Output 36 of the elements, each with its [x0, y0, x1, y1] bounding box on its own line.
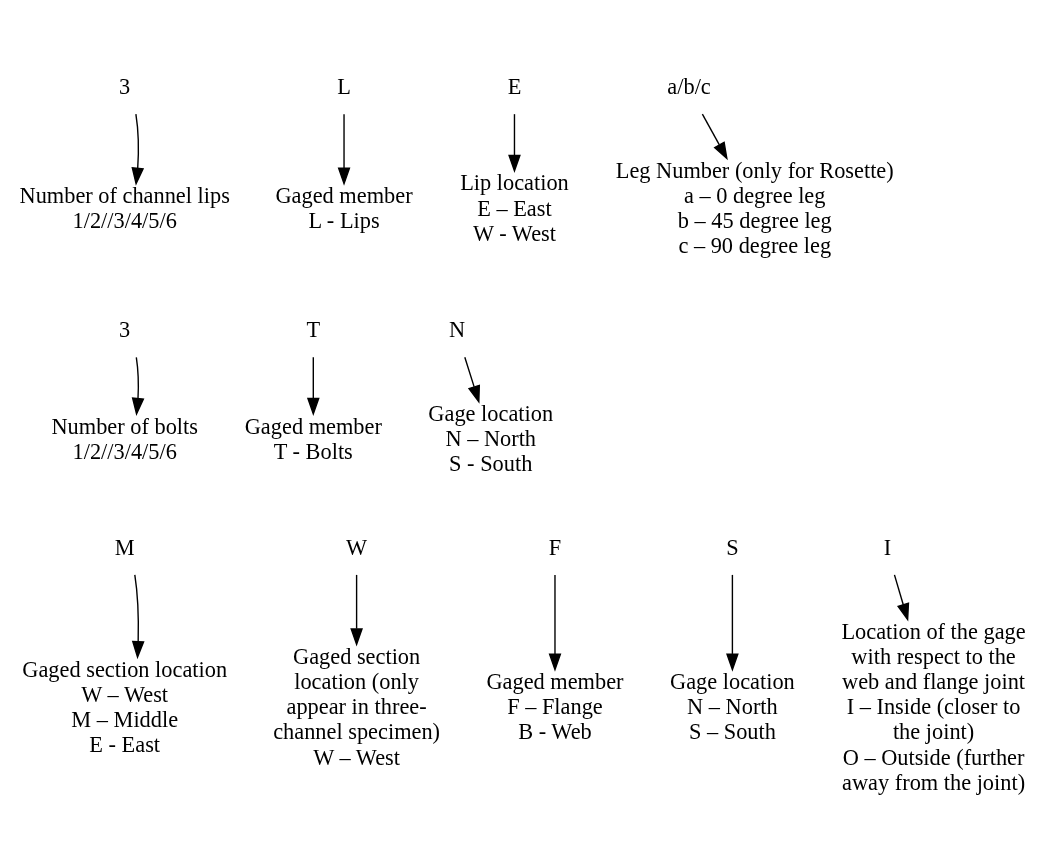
node-text: Gaged member T - Bolts	[244, 413, 382, 464]
node-text: E	[507, 73, 522, 99]
arrow	[350, 573, 363, 646]
node-text: L	[337, 73, 351, 99]
arrow	[726, 573, 739, 672]
node-text: Number of channel lips 1/2//3/4/5/6	[19, 182, 230, 233]
node-text: a/b/c	[667, 73, 711, 99]
arrow	[337, 112, 351, 186]
node-text: 3	[119, 73, 131, 99]
node-text: W	[346, 534, 368, 560]
arrow	[131, 573, 145, 659]
node-text: Gage location N – North S – South	[670, 668, 795, 744]
arrow	[131, 112, 145, 186]
arrow	[548, 573, 562, 672]
node-text: Gaged member F – Flange B - Web	[486, 668, 624, 744]
arrow	[131, 356, 145, 416]
node-text: Gage location N – North S - South	[428, 400, 554, 476]
node-text: Location of the gage with respect to the web and flange joint I – Inside (closer to the joint) O – Outside (further away from the joint)	[841, 618, 1026, 795]
arrow	[701, 112, 728, 160]
node-text: I	[883, 534, 892, 560]
arrow	[306, 356, 320, 416]
node-text: F	[548, 534, 562, 560]
node-text: Number of bolts 1/2//3/4/5/6	[51, 413, 198, 464]
node-text: S	[726, 534, 739, 560]
node-text: Gaged section location (only appear in three- channel specimen) W – West	[273, 643, 441, 770]
node-text: Lip location E – East W - West	[460, 169, 569, 246]
node-text: T	[306, 316, 321, 342]
arrow	[508, 112, 521, 173]
node-text: 3	[119, 316, 131, 342]
node-text: Gaged section location W – West M – Middle E - East	[22, 656, 228, 757]
arrow	[893, 573, 910, 622]
node-text: Leg Number (only for Rosette) a – 0 degree leg b – 45 degree leg c – 90 degree leg	[615, 157, 894, 258]
node-text: Gaged member L - Lips	[275, 182, 413, 233]
node-text: N	[449, 316, 466, 342]
arrow	[464, 356, 481, 404]
node-text: M	[114, 534, 135, 560]
